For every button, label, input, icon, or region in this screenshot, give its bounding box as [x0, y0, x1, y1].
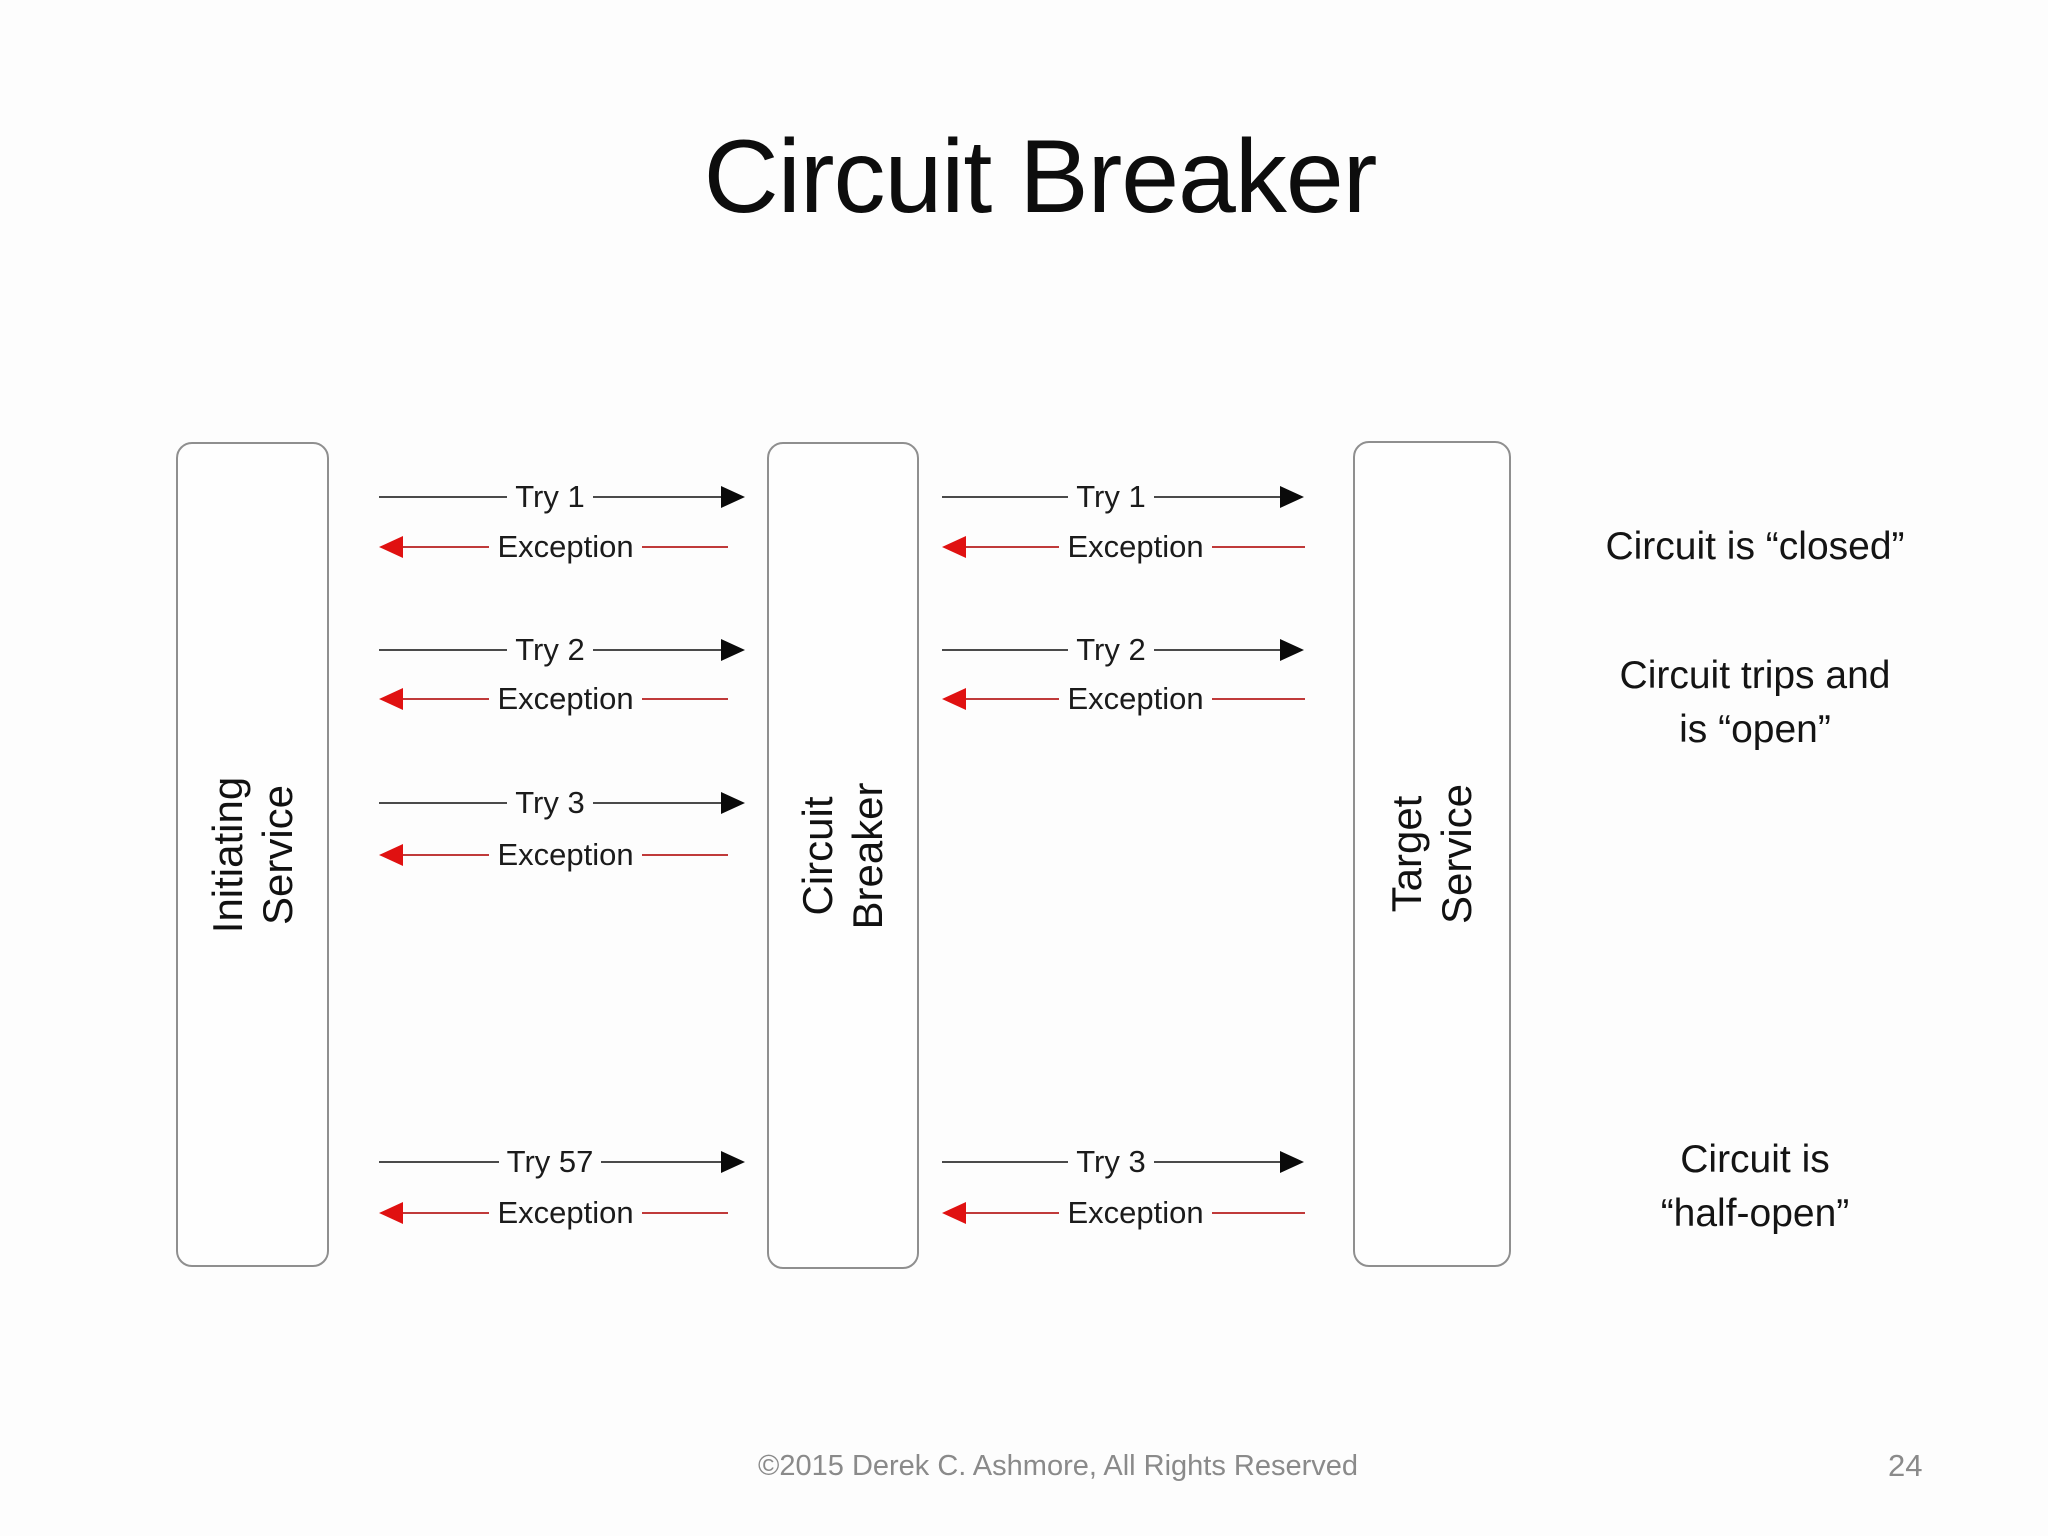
arrow-label: Try 1 — [515, 479, 585, 514]
arrow-line — [942, 649, 1069, 651]
arrow-line — [641, 854, 729, 856]
arrow-label: Try 3 — [1076, 1144, 1146, 1179]
message-left-exception-1: Exception — [379, 529, 729, 565]
arrow-line — [403, 1212, 490, 1214]
arrow-label: Try 3 — [515, 785, 585, 820]
lane-circuit-breaker: Circuit Breaker — [767, 442, 919, 1269]
lane-label-line: Service — [1433, 783, 1480, 925]
lane-initiating-service-label: Initiating Service — [203, 776, 303, 932]
page-number: 24 — [1888, 1448, 1923, 1483]
arrow-line — [379, 649, 508, 651]
lane-circuit-breaker-label: Circuit Breaker — [793, 782, 893, 929]
arrowhead-left-icon — [379, 844, 403, 866]
message-left-try-3: Try 3 — [379, 785, 745, 821]
arrow-line — [403, 698, 490, 700]
arrowhead-right-icon — [1280, 1151, 1304, 1173]
arrowhead-left-icon — [379, 536, 403, 558]
annotation-line: Circuit trips and — [1619, 654, 1891, 697]
annotation-line: is “open” — [1679, 708, 1831, 751]
annotation-line: Circuit is — [1680, 1138, 1830, 1181]
arrow-line — [966, 1212, 1060, 1214]
arrow-line — [592, 649, 721, 651]
arrowhead-left-icon — [942, 1202, 966, 1224]
arrow-label: Exception — [497, 837, 634, 872]
message-right-try-2: Try 2 — [942, 632, 1304, 668]
annotation-circuit-half-open: Circuit is “half-open” — [1515, 1133, 1995, 1241]
arrowhead-right-icon — [1280, 486, 1304, 508]
arrow-line — [1153, 649, 1280, 651]
arrowhead-right-icon — [721, 486, 745, 508]
arrow-label: Try 2 — [515, 632, 585, 667]
arrow-line — [592, 496, 721, 498]
annotation-line: Circuit is “closed” — [1605, 525, 1905, 568]
lane-label-line: Service — [253, 784, 301, 925]
message-right-exception-1: Exception — [942, 529, 1306, 565]
arrow-label: Exception — [497, 529, 634, 564]
arrowhead-right-icon — [721, 639, 745, 661]
arrow-line — [1211, 546, 1306, 548]
message-left-exception-3: Exception — [379, 837, 729, 873]
arrow-line — [403, 546, 490, 548]
annotation-circuit-closed: Circuit is “closed” — [1515, 520, 1995, 574]
message-left-try-1: Try 1 — [379, 479, 745, 515]
arrow-line — [601, 1161, 722, 1163]
message-left-exception-57: Exception — [379, 1195, 729, 1231]
arrow-line — [592, 802, 721, 804]
message-right-try-1: Try 1 — [942, 479, 1304, 515]
arrow-label: Exception — [497, 1195, 634, 1230]
lane-label-line: Target — [1383, 795, 1430, 913]
lane-initiating-service: Initiating Service — [176, 442, 329, 1267]
arrowhead-right-icon — [721, 792, 745, 814]
arrow-line — [942, 496, 1069, 498]
arrow-line — [1211, 698, 1306, 700]
lane-label-line: Circuit — [794, 796, 841, 916]
slide-title: Circuit Breaker — [703, 119, 1378, 235]
lane-target-service-label: Target Service — [1382, 784, 1482, 924]
arrow-line — [403, 854, 490, 856]
arrow-label: Try 57 — [506, 1144, 594, 1179]
message-left-try-57: Try 57 — [379, 1144, 746, 1180]
arrow-line — [966, 546, 1060, 548]
arrow-line — [966, 698, 1060, 700]
message-left-exception-2: Exception — [379, 681, 729, 717]
arrowhead-left-icon — [379, 688, 403, 710]
arrowhead-right-icon — [721, 1151, 746, 1173]
arrow-line — [641, 1212, 729, 1214]
arrow-line — [1153, 1161, 1280, 1163]
arrow-line — [641, 546, 729, 548]
arrowhead-right-icon — [1280, 639, 1304, 661]
arrow-line — [1153, 496, 1280, 498]
annotation-circuit-open: Circuit trips and is “open” — [1515, 649, 1995, 757]
arrow-label: Try 2 — [1076, 632, 1146, 667]
lane-label-line: Initiating — [203, 776, 251, 933]
message-right-try-3: Try 3 — [942, 1144, 1304, 1180]
arrowhead-left-icon — [942, 688, 966, 710]
lane-label-line: Breaker — [844, 781, 891, 930]
arrow-line — [379, 802, 508, 804]
arrow-line — [1211, 1212, 1306, 1214]
arrow-label: Exception — [1067, 529, 1204, 564]
lane-target-service: Target Service — [1353, 441, 1511, 1267]
message-left-try-2: Try 2 — [379, 632, 745, 668]
arrow-label: Try 1 — [1076, 479, 1146, 514]
arrowhead-left-icon — [942, 536, 966, 558]
footer-copyright: ©2015 Derek C. Ashmore, All Rights Reser… — [758, 1450, 1359, 1482]
arrow-line — [641, 698, 729, 700]
arrow-label: Exception — [1067, 1195, 1204, 1230]
message-right-exception-2: Exception — [942, 681, 1306, 717]
arrowhead-left-icon — [379, 1202, 403, 1224]
message-right-exception-3: Exception — [942, 1195, 1306, 1231]
arrow-label: Exception — [1067, 681, 1204, 716]
annotation-line: “half-open” — [1660, 1192, 1850, 1235]
arrow-line — [942, 1161, 1069, 1163]
arrow-label: Exception — [497, 681, 634, 716]
arrow-line — [379, 1161, 499, 1163]
arrow-line — [379, 496, 508, 498]
